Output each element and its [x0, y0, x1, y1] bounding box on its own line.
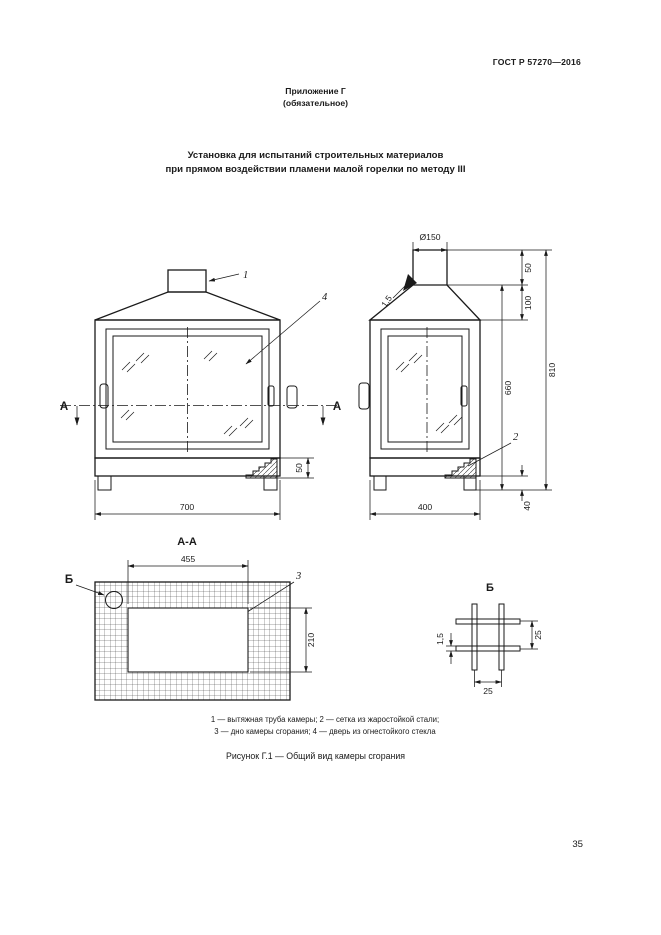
door-frame-side	[380, 328, 470, 450]
dim-total-height: 810	[547, 363, 557, 378]
mesh-wire-vertical-2	[498, 603, 505, 671]
dim-side-depth: 400	[418, 502, 433, 512]
door-glass-side	[387, 335, 463, 443]
side-inner-handle	[460, 385, 468, 407]
hood-front	[94, 291, 281, 321]
dim-opening-width: 455	[181, 554, 196, 564]
floor-opening	[127, 607, 249, 673]
dim-opening-depth: 210	[306, 633, 316, 648]
figure-heading-line2: при прямом воздействии пламени малой гор…	[165, 164, 466, 175]
callouts: 1 4 2 3	[208, 270, 519, 633]
section-view-title: А-А	[177, 536, 197, 548]
detail-view-title: Б	[486, 582, 494, 594]
section-letter-left: А	[60, 401, 68, 413]
chamber-body-side	[369, 319, 481, 459]
callout-4: 4	[322, 292, 328, 303]
dim-body-height: 660	[503, 381, 513, 396]
side-view	[358, 249, 482, 491]
exhaust-pipe	[412, 249, 448, 285]
dim-leg-height: 40	[522, 501, 532, 511]
callout-1: 1	[243, 270, 248, 281]
mesh-ramp-front	[245, 458, 278, 479]
door-hinge-bracket	[286, 385, 298, 409]
dim-front-width: 700	[180, 502, 195, 512]
dim-pipe-diameter: Ø150	[419, 232, 440, 242]
front-view	[94, 269, 298, 491]
callout-3: 3	[295, 571, 301, 582]
callout-1-leader	[208, 273, 240, 282]
dim-hood-height: 100	[523, 296, 533, 311]
detail-b-leader	[75, 584, 105, 596]
vertical-centerlines	[187, 327, 428, 455]
page-number: 35	[572, 839, 583, 850]
detail-b-circle	[105, 591, 123, 609]
pipe-wall-leader	[392, 285, 406, 299]
door-handle-left	[99, 383, 109, 409]
side-handle	[358, 382, 370, 410]
dim-pipe-wall: 1,5	[379, 293, 394, 309]
dim-pipe-height: 50	[523, 263, 533, 273]
mesh-wire-horizontal-2	[455, 645, 521, 652]
detail-view-b: Б	[455, 582, 521, 671]
section-letter-right: А	[333, 401, 341, 413]
detail-b-mark: Б	[65, 574, 73, 586]
dim-mesh-pitch-h: 25	[483, 686, 493, 696]
chimney	[167, 269, 207, 293]
mesh-wire-horizontal-1	[455, 618, 521, 625]
figure-heading-line1: Установка для испытаний строительных мат…	[187, 150, 444, 161]
appendix-title: Приложение Г	[285, 86, 346, 96]
mesh-ramp-side	[444, 458, 477, 479]
section-view-aa: А-А Б	[65, 536, 291, 701]
dimensions: Ø150 1,5 50 100 660 810 40 700 400 50 45…	[94, 232, 557, 696]
glass-marks-side	[395, 352, 463, 434]
base-front	[94, 457, 281, 477]
leg-side-left	[373, 475, 387, 491]
dim-mesh-wire: 1,5	[435, 633, 445, 645]
dim-step-height: 50	[294, 463, 304, 473]
callout-2: 2	[513, 432, 519, 443]
legend-line-2: 3 — дно камеры сгорания; 4 — дверь из ог…	[214, 727, 436, 736]
callout-4-leader	[245, 300, 321, 365]
callout-2-leader	[467, 442, 512, 467]
figure-g1-drawing: А А Ø150 1,5 50 100 660 810 40 700 400 5…	[60, 232, 557, 701]
dim-mesh-pitch-v: 25	[533, 630, 543, 640]
legend-line-1: 1 — вытяжная труба камеры; 2 — сетка из …	[210, 715, 440, 724]
mesh-wire-vertical-1	[471, 603, 478, 671]
door-handle-right	[267, 385, 275, 407]
appendix-subtitle: (обязательное)	[282, 98, 349, 108]
base-side	[369, 457, 481, 477]
wall-thickness-wedge	[403, 274, 417, 291]
doc-number: ГОСТ Р 57270—2016	[492, 57, 581, 67]
leg-front-left	[97, 475, 112, 491]
glass-marks-front	[120, 350, 254, 437]
figure-caption: Рисунок Г.1 — Общий вид камеры сгорания	[225, 751, 406, 761]
